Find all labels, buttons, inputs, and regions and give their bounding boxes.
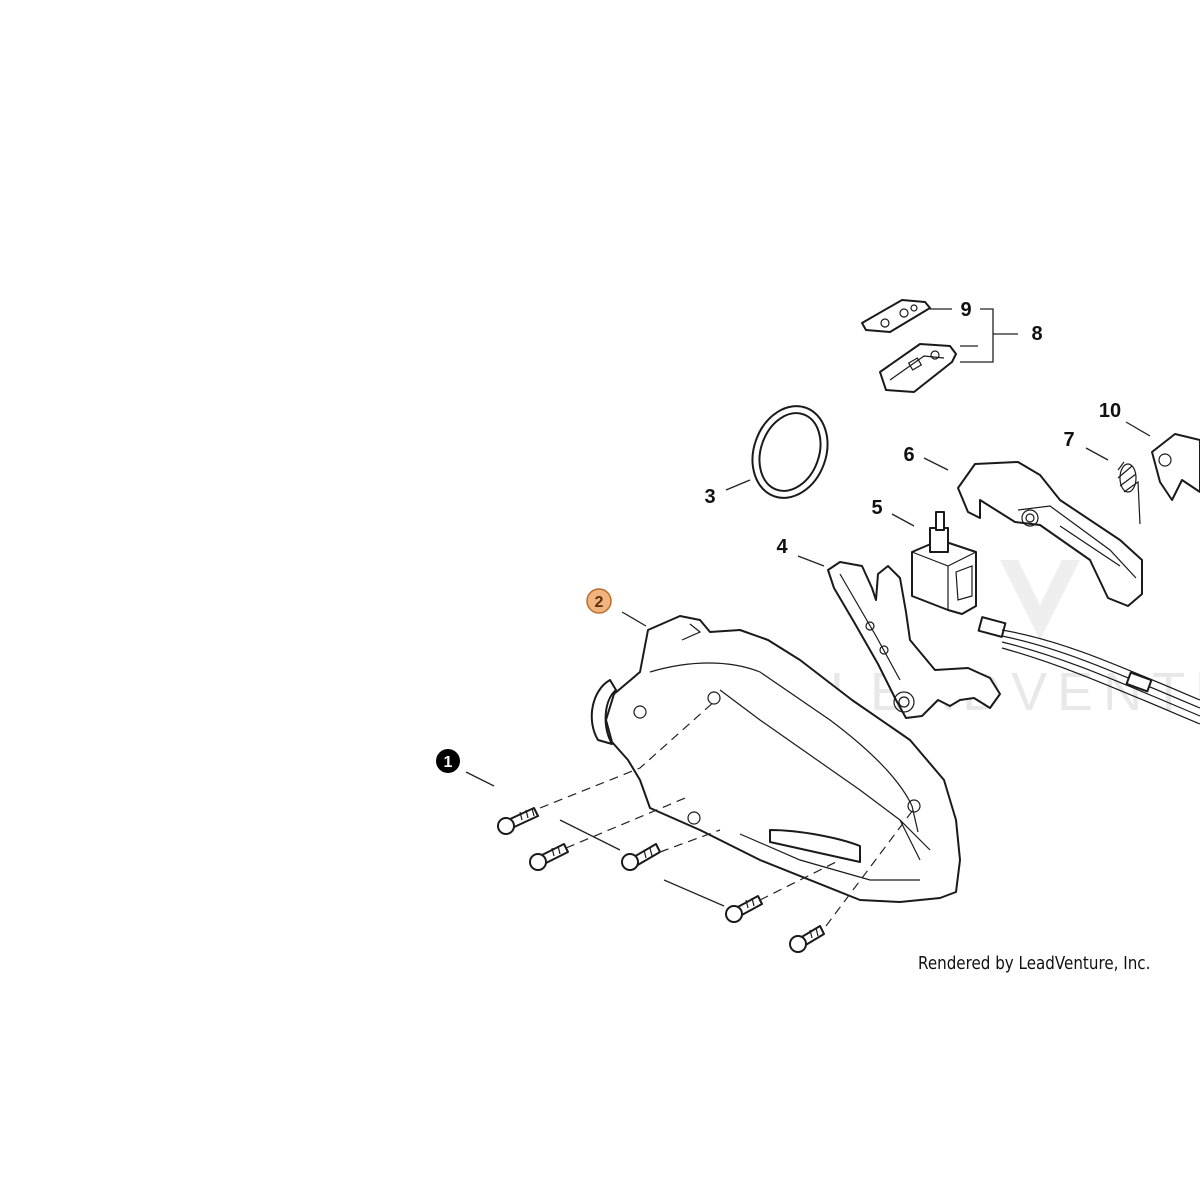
callout-7[interactable]: 7: [1063, 429, 1074, 451]
callout-5-label: 5: [871, 497, 882, 519]
callout-1-label: 1: [444, 754, 453, 771]
leader-lines: [465, 308, 1151, 907]
callout-8-label: 8: [1031, 323, 1042, 345]
part-7-torsion-spring[interactable]: [1117, 461, 1141, 525]
part-6-handle-cover[interactable]: [957, 461, 1143, 607]
part-4-lever[interactable]: [827, 561, 1001, 719]
callout-3[interactable]: 3: [704, 486, 715, 508]
callout-7-label: 7: [1063, 429, 1074, 451]
screw-3[interactable]: [621, 843, 661, 871]
screw-5[interactable]: [789, 925, 825, 953]
wire-harness[interactable]: [977, 616, 1200, 725]
callout-9[interactable]: 9: [960, 299, 971, 321]
callout-10-label: 10: [1099, 400, 1121, 422]
callout-3-label: 3: [704, 486, 715, 508]
callout-4[interactable]: 4: [776, 536, 788, 558]
part-5-switch-block[interactable]: [911, 511, 977, 615]
part-3-o-ring[interactable]: [740, 396, 840, 509]
callout-9-label: 9: [960, 299, 971, 321]
screw-4[interactable]: [725, 895, 763, 923]
watermark-logo: [1000, 560, 1080, 640]
part-2-housing[interactable]: [590, 615, 961, 903]
callout-1-badge: [436, 749, 460, 773]
part-8-switch-panel[interactable]: [879, 343, 957, 393]
callout-8[interactable]: 8: [1031, 323, 1042, 345]
alignment-lines: [539, 699, 917, 927]
screw-2[interactable]: [529, 843, 569, 871]
callout-2-label: 2: [595, 594, 604, 611]
callout-10[interactable]: 10: [1099, 400, 1121, 422]
part-1-screws[interactable]: [497, 807, 825, 953]
callout-2-badge: [586, 588, 612, 614]
part-9-keypad-membrane[interactable]: [861, 299, 931, 333]
callout-6[interactable]: 6: [903, 444, 914, 466]
callout-4-label: 4: [776, 536, 788, 558]
callout-2[interactable]: 2: [586, 588, 612, 614]
screw-1[interactable]: [497, 807, 539, 835]
part-10-trigger-lever[interactable]: [1151, 433, 1200, 501]
callout-6-label: 6: [903, 444, 914, 466]
callout-1[interactable]: 1: [436, 749, 460, 773]
footer-credit: Rendered by LeadVenture, Inc.: [918, 953, 1151, 974]
callout-5[interactable]: 5: [871, 497, 882, 519]
